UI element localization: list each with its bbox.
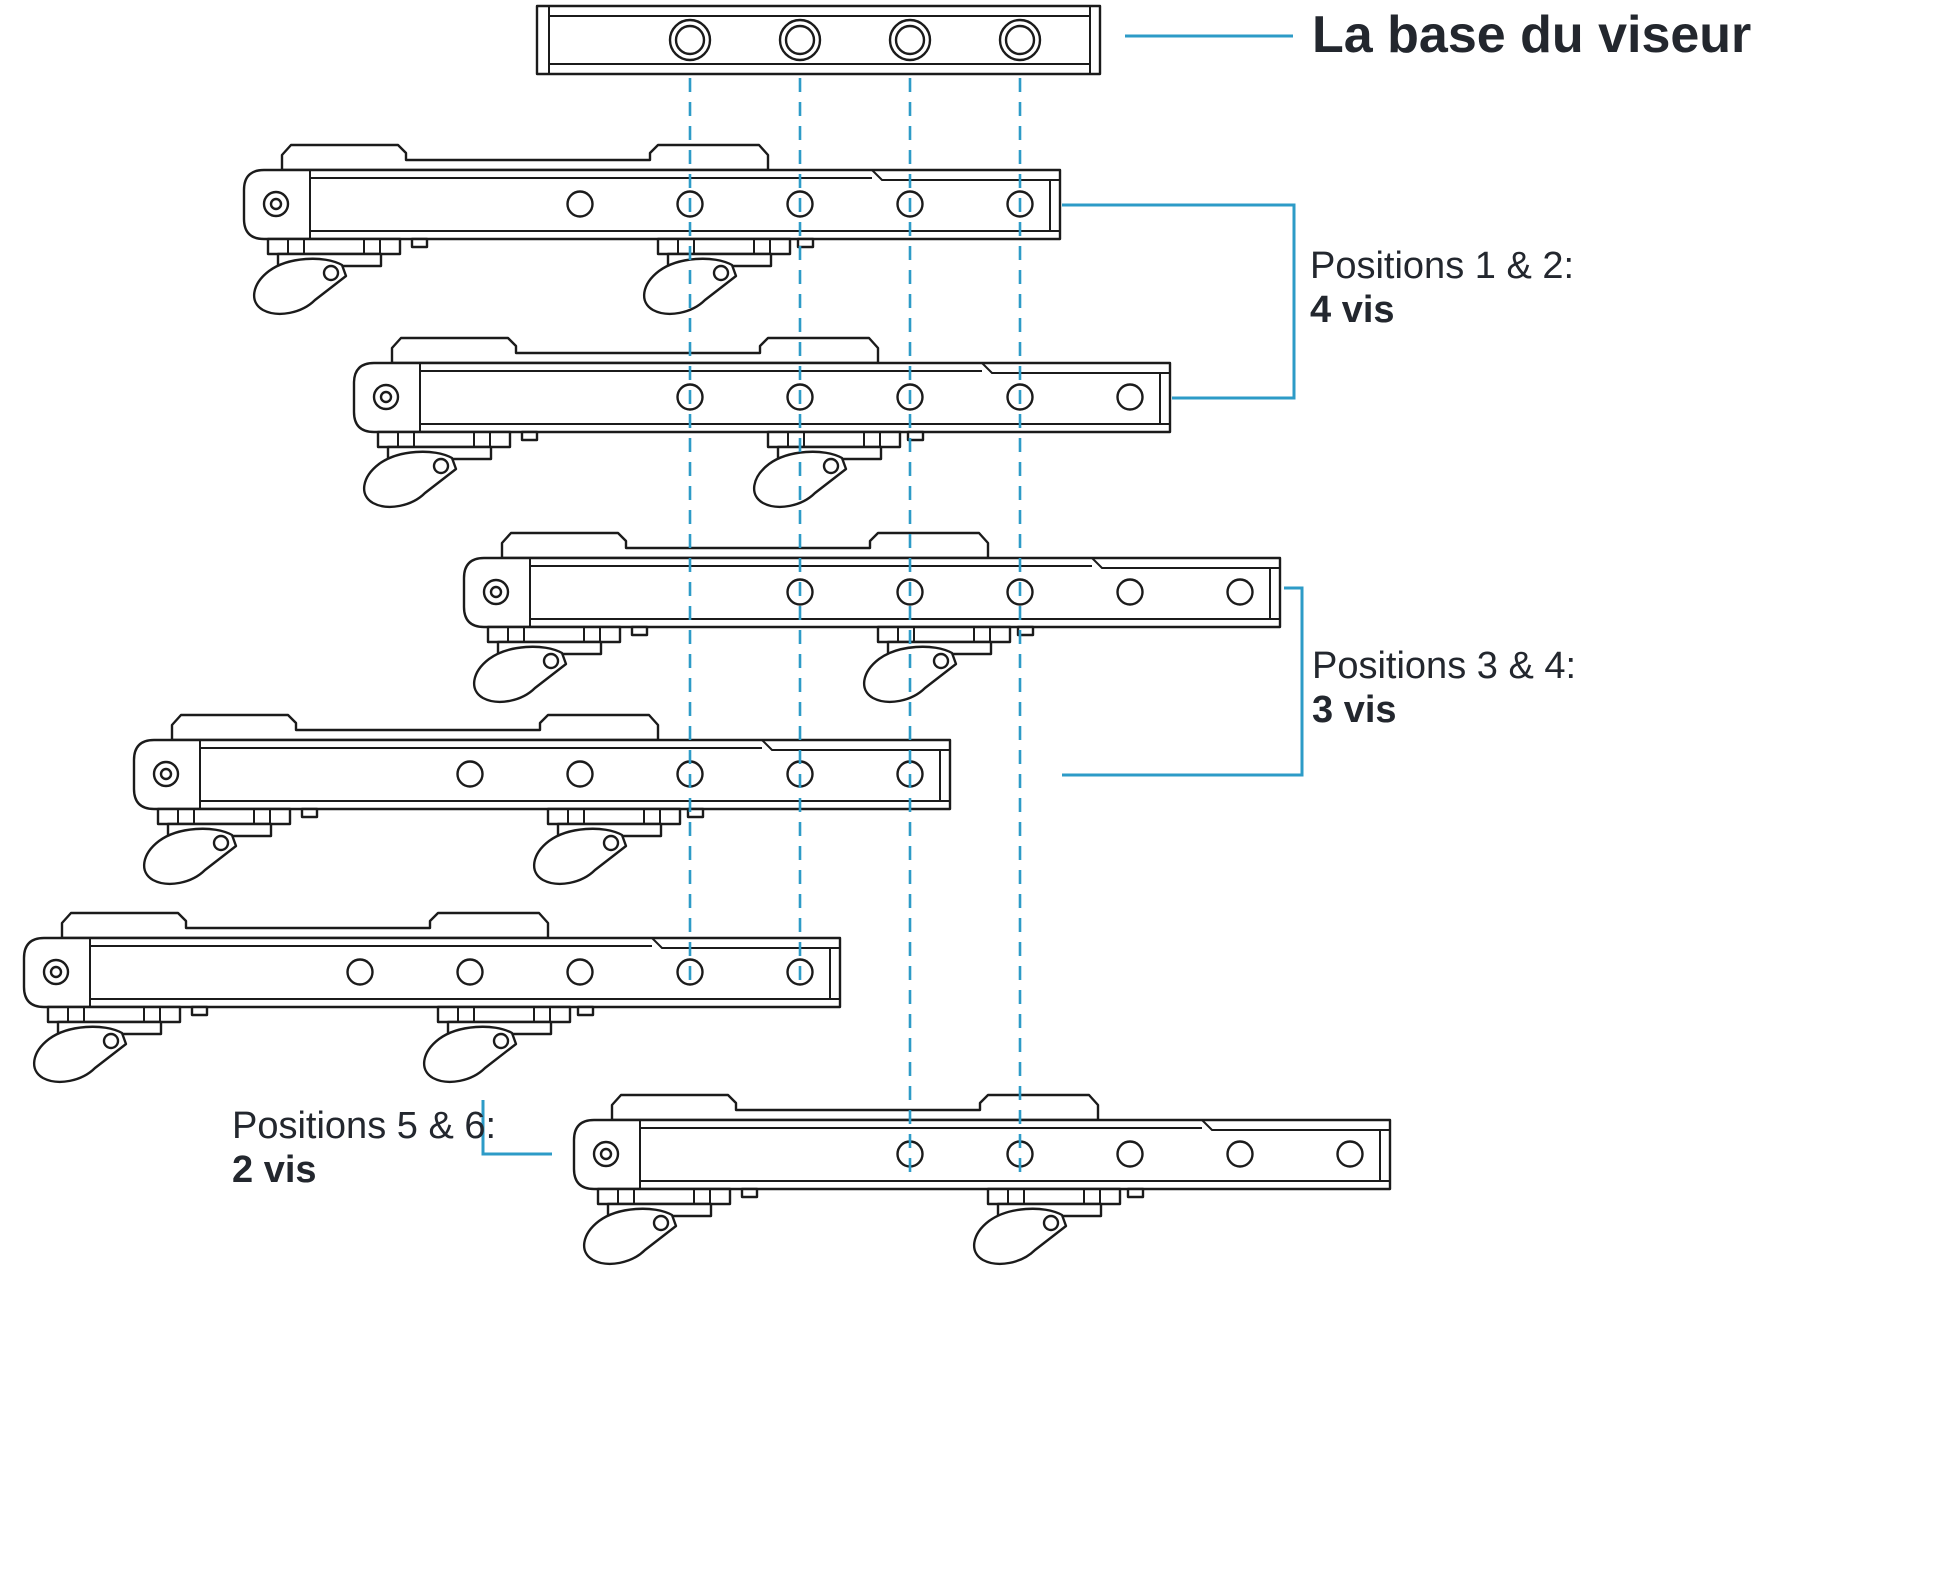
bracket-positions-1-2 <box>1062 203 1296 400</box>
positions-1-2-title: Positions 1 & 2: <box>1310 245 1574 287</box>
rail-screw-hole <box>1226 1140 1254 1168</box>
base-hole <box>998 18 1042 62</box>
rail-screw-hole <box>566 760 594 788</box>
positions-3-4-screw-count: 3 vis <box>1312 689 1397 731</box>
positions-5-6-title: Positions 5 & 6: <box>232 1105 496 1147</box>
rail-screw-hole <box>346 958 374 986</box>
base-label: La base du viseur <box>1312 6 1751 64</box>
rail-position-4 <box>134 715 950 884</box>
rail-position-3 <box>464 533 1280 702</box>
alignment-guides-layer <box>688 78 1022 1172</box>
rail-position-1 <box>244 145 1060 314</box>
rail-screw-hole <box>566 958 594 986</box>
rail-position-5 <box>24 913 840 1082</box>
positions-5-6-screw-count: 2 vis <box>232 1149 317 1191</box>
rail-screw-hole <box>456 958 484 986</box>
rail-position-2 <box>354 338 1170 507</box>
rail-screw-hole <box>1226 578 1254 606</box>
base-hole <box>668 18 712 62</box>
base-hole <box>888 18 932 62</box>
rail-screw-hole <box>566 190 594 218</box>
base-hole <box>778 18 822 62</box>
positions-3-4-title: Positions 3 & 4: <box>1312 645 1576 687</box>
bracket-positions-5-6 <box>481 1100 552 1156</box>
rail-screw-hole <box>1116 1140 1144 1168</box>
base-screw-holes <box>668 18 1042 62</box>
rails-layer <box>24 145 1390 1264</box>
positions-1-2-screw-count: 4 vis <box>1310 289 1395 331</box>
rail-position-6 <box>574 1095 1390 1264</box>
sight-base-drawing <box>535 4 1102 76</box>
rail-screw-hole <box>1116 383 1144 411</box>
callouts <box>481 34 1304 1156</box>
bracket-positions-3-4 <box>1062 586 1304 777</box>
rail-screw-hole <box>1336 1140 1364 1168</box>
rail-screw-hole <box>1116 578 1144 606</box>
rail-screw-hole <box>456 760 484 788</box>
